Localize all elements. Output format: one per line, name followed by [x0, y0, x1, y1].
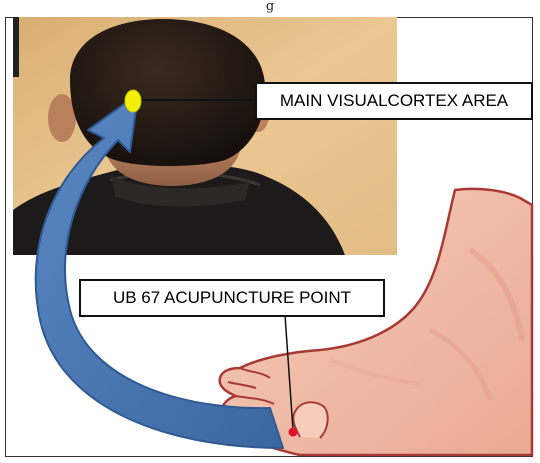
- acupuncture-point-label-text: UB 67 ACUPUNCTURE POINT: [113, 288, 351, 308]
- visual-cortex-label-text: MAIN VISUALCORTEX AREA: [280, 91, 508, 111]
- ub67-point-marker: [289, 428, 298, 437]
- visual-cortex-point-marker: [125, 90, 141, 112]
- acupuncture-point-label: UB 67 ACUPUNCTURE POINT: [79, 279, 385, 317]
- visual-cortex-label: MAIN VISUALCORTEX AREA: [255, 82, 533, 120]
